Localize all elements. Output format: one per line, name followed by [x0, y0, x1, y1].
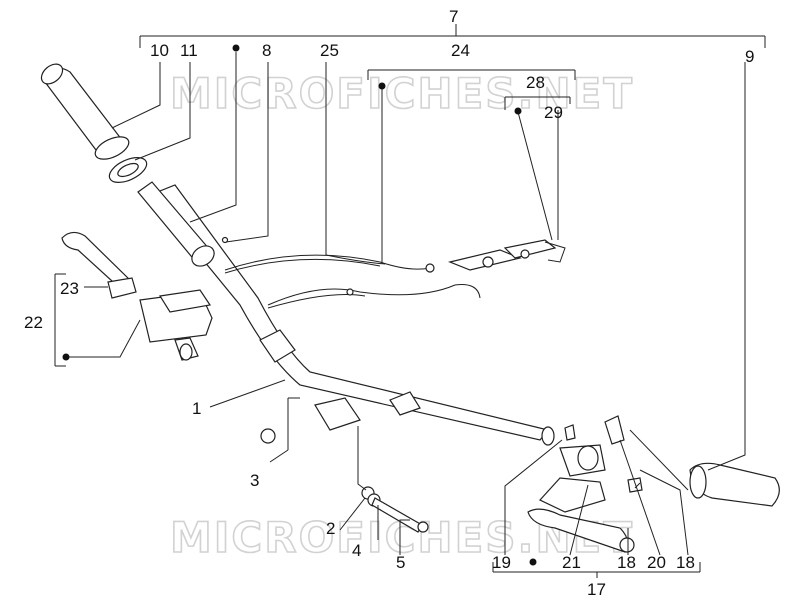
- callout-3: 3: [250, 471, 259, 490]
- group-brackets: [54, 24, 766, 578]
- leader-lines: [66, 52, 746, 556]
- left-brake-lever: [61, 231, 137, 299]
- callout-18-right: 18: [676, 553, 695, 572]
- callout-24: 24: [451, 41, 470, 60]
- left-grip: [40, 63, 123, 153]
- right-grip: [689, 462, 780, 507]
- callout-4: 4: [352, 541, 361, 560]
- callout-11: 11: [180, 41, 198, 60]
- callout-17: 17: [587, 580, 606, 599]
- throttle-tube: [137, 181, 229, 267]
- throttle-cables: [224, 254, 481, 309]
- watermark-top: MICROFICHES.NET: [170, 69, 634, 118]
- callout-9: 9: [745, 47, 754, 66]
- grip-collar: [94, 136, 130, 160]
- right-brake-lever: [527, 444, 635, 553]
- handlebar-tube: [149, 184, 555, 446]
- callout-22: 22: [24, 313, 43, 332]
- callout-10: 10: [150, 41, 169, 60]
- callout-18-left: 18: [617, 553, 636, 572]
- callout-19: 19: [492, 553, 511, 572]
- callout-labels: 7 10 11 8 25 24 9 28 29 23 22 1 3 2 4 5 …: [24, 7, 754, 599]
- callout-7: 7: [449, 7, 458, 26]
- callout-29: 29: [544, 103, 563, 122]
- callout-21: 21: [562, 553, 581, 572]
- callout-25: 25: [320, 41, 339, 60]
- callout-23: 23: [60, 279, 79, 298]
- callout-2: 2: [326, 519, 335, 538]
- callout-28: 28: [526, 73, 545, 92]
- cable-splitter: [448, 239, 566, 271]
- callout-8: 8: [262, 41, 271, 60]
- callout-1: 1: [192, 399, 201, 418]
- master-cylinder: [139, 289, 213, 361]
- callout-20: 20: [647, 553, 666, 572]
- small-hardware: [564, 415, 643, 493]
- leader-dots: [62, 44, 537, 566]
- clamp-hardware: [260, 428, 429, 533]
- callout-5: 5: [396, 553, 405, 572]
